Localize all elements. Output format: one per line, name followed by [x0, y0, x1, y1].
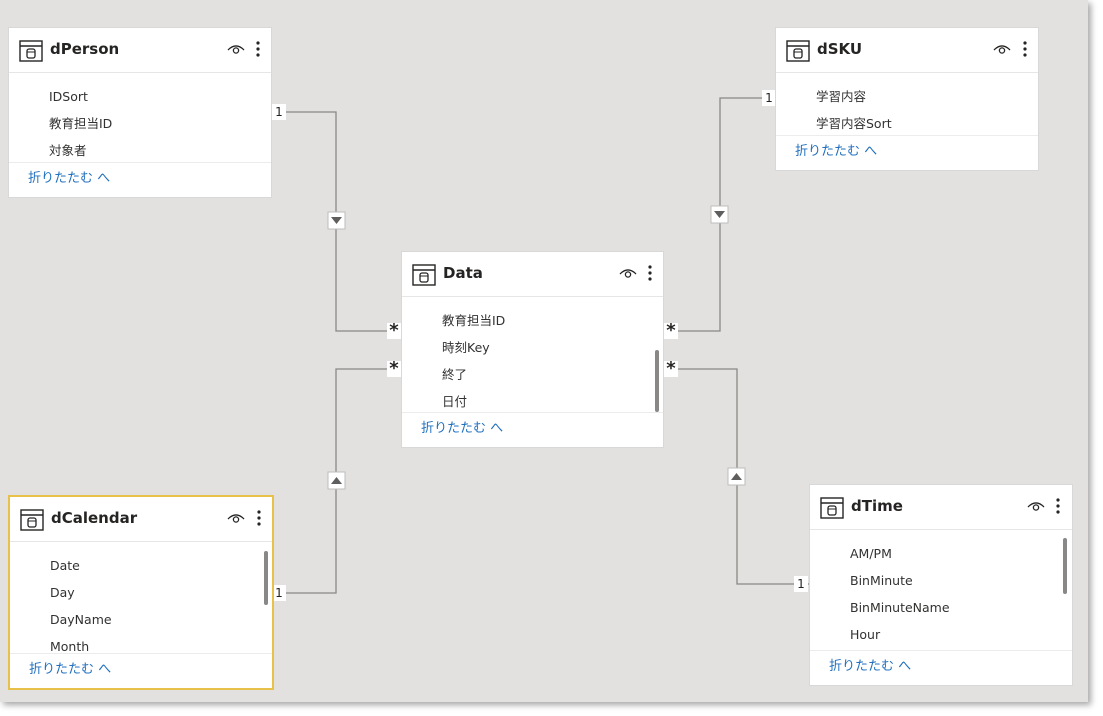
field-item[interactable]: 日付 [442, 394, 468, 409]
cardinality-one: 1 [794, 576, 808, 592]
field-list: Date Day DayName Month [10, 542, 272, 660]
cardinality-one: 1 [762, 90, 776, 106]
field-item[interactable]: Day [50, 585, 75, 600]
cardinality-many: * [664, 360, 678, 378]
table-header[interactable]: dSKU [776, 28, 1038, 73]
field-item[interactable]: 対象者 [49, 143, 87, 158]
triangle-down-icon[interactable] [710, 205, 729, 224]
eye-icon[interactable] [227, 511, 245, 525]
table-icon [786, 40, 810, 62]
cardinality-many: * [387, 360, 401, 378]
field-item[interactable]: 教育担当ID [442, 313, 506, 328]
triangle-up-icon[interactable] [727, 467, 746, 486]
table-title: dSKU [817, 40, 863, 58]
more-options-icon[interactable] [647, 264, 653, 282]
field-item[interactable]: BinMinuteName [850, 600, 950, 615]
field-item[interactable]: BinMinute [850, 573, 913, 588]
more-options-icon[interactable] [256, 509, 262, 527]
field-item[interactable]: 学習内容 [816, 89, 867, 104]
cardinality-many: * [664, 322, 678, 340]
table-header[interactable]: dTime [810, 485, 1072, 530]
table-icon [820, 497, 844, 519]
table-icon [19, 40, 43, 62]
table-card-data[interactable]: Data 教育担当ID 時刻Key 終了 日付 折りたたむ へ [402, 252, 663, 447]
field-list: 学習内容 学習内容Sort [776, 73, 1038, 137]
more-options-icon[interactable] [255, 40, 261, 58]
table-title: dTime [851, 497, 903, 515]
table-card-dperson[interactable]: dPerson IDSort 教育担当ID 対象者 折りたたむ へ [9, 28, 271, 197]
eye-icon[interactable] [619, 266, 637, 280]
cardinality-one: 1 [272, 585, 286, 601]
table-title: dCalendar [51, 509, 138, 527]
collapse-link[interactable]: 折りたたむ へ [9, 162, 271, 197]
triangle-down-icon[interactable] [327, 211, 346, 230]
collapse-link[interactable]: 折りたたむ へ [776, 135, 1038, 170]
field-item[interactable]: IDSort [49, 89, 88, 104]
field-item[interactable]: Month [50, 639, 90, 654]
collapse-link[interactable]: 折りたたむ へ [402, 412, 663, 447]
scrollbar[interactable] [264, 551, 268, 605]
table-card-dtime[interactable]: dTime AM/PM BinMinute BinMinuteName Hour… [810, 485, 1072, 685]
table-header[interactable]: dCalendar [10, 497, 272, 542]
field-item[interactable]: 終了 [442, 367, 468, 382]
table-card-dsku[interactable]: dSKU 学習内容 学習内容Sort 折りたたむ へ [776, 28, 1038, 170]
field-list: 教育担当ID 時刻Key 終了 日付 [402, 297, 663, 415]
table-title: dPerson [50, 40, 120, 58]
field-item[interactable]: DayName [50, 612, 112, 627]
collapse-link[interactable]: 折りたたむ へ [810, 650, 1072, 685]
triangle-up-icon[interactable] [327, 471, 346, 490]
cardinality-one: 1 [272, 104, 286, 120]
more-options-icon[interactable] [1055, 497, 1061, 515]
more-options-icon[interactable] [1022, 40, 1028, 58]
eye-icon[interactable] [1027, 499, 1045, 513]
eye-icon[interactable] [993, 42, 1011, 56]
table-title: Data [443, 264, 483, 282]
field-item[interactable]: AM/PM [850, 546, 892, 561]
cardinality-many: * [387, 322, 401, 340]
table-header[interactable]: Data [402, 252, 663, 297]
field-item[interactable]: 学習内容Sort [816, 116, 892, 131]
table-icon [412, 264, 436, 286]
field-item[interactable]: Date [50, 558, 80, 573]
field-list: IDSort 教育担当ID 対象者 [9, 73, 271, 164]
scrollbar[interactable] [1063, 538, 1067, 594]
collapse-link[interactable]: 折りたたむ へ [10, 653, 272, 688]
field-item[interactable]: 教育担当ID [49, 116, 113, 131]
table-header[interactable]: dPerson [9, 28, 271, 73]
field-item[interactable]: Hour [850, 627, 881, 642]
eye-icon[interactable] [227, 42, 245, 56]
scrollbar[interactable] [655, 350, 659, 412]
table-card-dcalendar[interactable]: dCalendar Date Day DayName Month 折りたたむ へ [10, 497, 272, 688]
field-list: AM/PM BinMinute BinMinuteName Hour [810, 530, 1072, 648]
field-item[interactable]: 時刻Key [442, 340, 490, 355]
table-icon [20, 509, 44, 531]
